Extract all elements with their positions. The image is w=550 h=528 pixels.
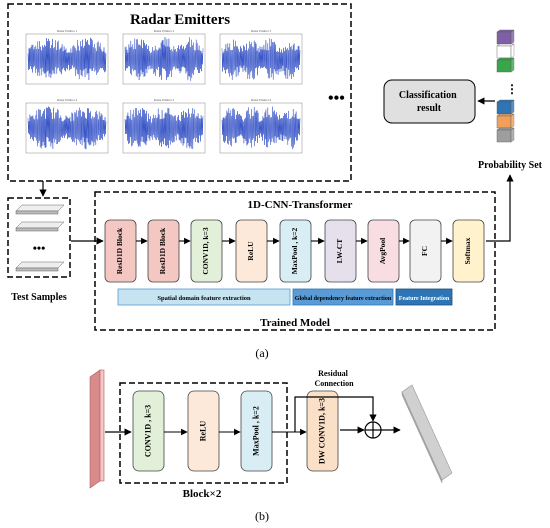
avgpool-block-label: AvgPool [378, 238, 387, 265]
b-conv1d-block-label: CONV1D , k=3 [143, 405, 152, 457]
spatial-feature-label: Spatial domain feature extraction [157, 295, 251, 302]
caption-b: (b) [255, 509, 269, 523]
dw-conv1d-block-label: DW CONV1D, k=3 [317, 398, 326, 464]
waveform-trace [221, 106, 301, 150]
caption-a: (a) [255, 346, 268, 360]
signal-plot-title: Radar Emitter 1 [57, 29, 78, 33]
model-pipeline: ResD1D Block ResD1D Block CONV1D, k=3 ReLU M… [104, 219, 485, 283]
signal-plot: Radar Emitter 4 [25, 98, 109, 154]
signal-plot: Radar Emitter 2 [122, 29, 206, 85]
conv1d-block: CONV1D, k=3 [190, 219, 223, 283]
b-relu-block-label: ReLU [198, 421, 207, 442]
global-feature-bar [292, 288, 394, 306]
output-feature-slab [401, 384, 453, 481]
fc-block: FC [409, 219, 442, 283]
residual-label: Residual Connection [314, 369, 354, 388]
softmax-block-label: Softmax [463, 237, 472, 264]
sample-slab [15, 261, 65, 269]
model-title: 1D-CNN-Transformer [248, 199, 353, 211]
dw-conv1d-block: DW CONV1D, k=3 [306, 390, 339, 472]
spatial-feature-bar [117, 288, 291, 306]
test-samples-label: Test Samples [11, 292, 67, 303]
probability-set-label: Probability Set [478, 160, 543, 171]
residual-connection-line [294, 396, 377, 432]
waveform-trace [124, 107, 204, 150]
relu-block-label: ReLU [246, 241, 255, 261]
test-samples-frame [7, 197, 71, 278]
input-feature-slab [89, 369, 101, 489]
b-relu-block: ReLU [187, 390, 220, 472]
resblock-2-label: ResD1D Block [158, 227, 167, 274]
trained-model-label: Trained Model [260, 317, 330, 329]
signal-plot-title: Radar Emitter 3 [251, 29, 272, 33]
relu-block: ReLU [235, 219, 268, 283]
classification-result-box [383, 79, 476, 124]
signal-plot: Radar Emitter 6 [219, 98, 303, 154]
resblock-2: ResD1D Block [147, 219, 180, 283]
classification-result-label: Classification result [399, 90, 459, 114]
avgpool-block: AvgPool [367, 219, 400, 283]
lwct-block-label: LW-CT [335, 239, 344, 263]
b-conv1d-block: CONV1D , k=3 [132, 390, 165, 472]
probability-stack [496, 29, 515, 143]
waveform-trace [221, 38, 301, 80]
b-maxpool-block: MaxPool , k=2 [240, 390, 273, 472]
resblock-1-label: ResD1D Block [115, 227, 124, 274]
waveform-trace [27, 37, 107, 81]
waveform-trace [27, 106, 107, 150]
stack-dots-icon: ⋮ [506, 82, 518, 96]
softmax-to-probability-arrow [486, 174, 514, 242]
waveform-trace [124, 37, 204, 81]
plots-ellipsis: ••• [328, 90, 345, 107]
signal-plot-title: Radar Emitter 2 [154, 29, 175, 33]
conv1d-block-label: CONV1D, k=3 [201, 227, 210, 274]
signal-plot: Radar Emitter 1 [25, 29, 109, 85]
resblock-1: ResD1D Block [104, 219, 137, 283]
repeat-block-label: Block×2 [183, 488, 222, 500]
radar-emitters-frame [7, 3, 352, 182]
integration-feature-bar [395, 288, 453, 306]
signal-plot-title: Radar Emitter 4 [57, 98, 78, 102]
samples-dots-icon: ••• [33, 241, 46, 255]
residual-block-pipeline: CONV1D , k=3 ReLU MaxPool , k=2 DW CONV1D, … [132, 390, 339, 472]
signal-plot: Radar Emitter 5 [122, 98, 206, 154]
sample-slab [15, 221, 65, 229]
signal-plot: Radar Emitter 3 [219, 29, 303, 85]
trained-model-frame [94, 191, 496, 331]
signal-plot-title: Radar Emitter 6 [251, 98, 272, 102]
global-feature-label: Global dependency feature extraction [295, 296, 392, 302]
repeat-block-frame [119, 382, 288, 484]
integration-feature-label: Feature Integration [399, 296, 450, 302]
input-feature-slab-face [99, 369, 105, 482]
lwct-block: LW-CT [324, 219, 357, 283]
test-samples-stack: ••• [15, 204, 65, 272]
fc-block-label: FC [420, 246, 429, 256]
maxpool-block-label: MaxPool , k=2 [290, 227, 299, 274]
radar-emitters-title: Radar Emitters [130, 12, 230, 28]
signal-plot-title: Radar Emitter 5 [154, 98, 175, 102]
b-maxpool-block-label: MaxPool , k=2 [251, 406, 260, 456]
maxpool-block: MaxPool , k=2 [279, 219, 312, 283]
sample-slab [15, 204, 65, 212]
signal-plots: Radar Emitter 1 Radar Emitter 2 Radar Emit… [25, 29, 303, 154]
output-feature-slab-face [401, 391, 443, 484]
softmax-block: Softmax [452, 219, 485, 283]
